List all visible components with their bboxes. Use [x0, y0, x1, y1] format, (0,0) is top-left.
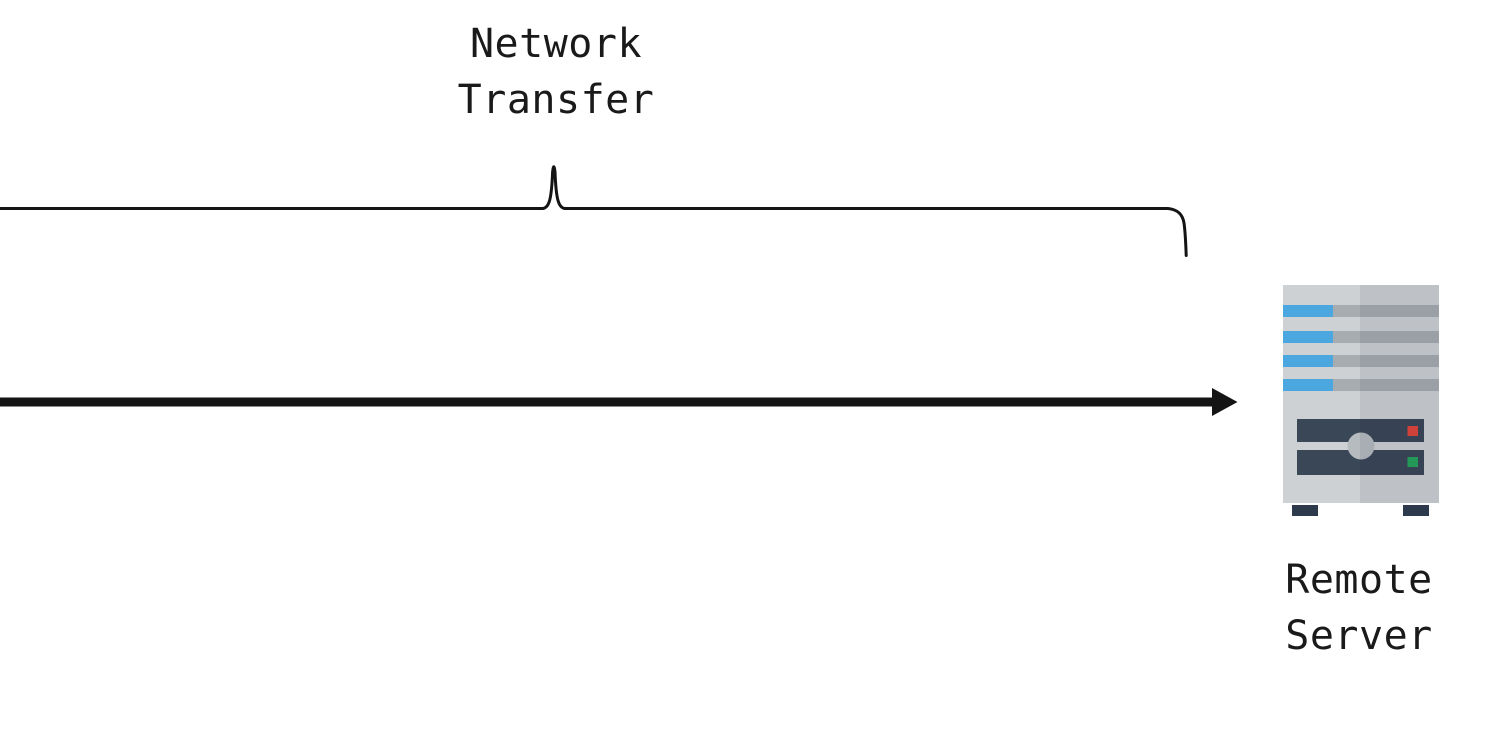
remote-server-label: Remote Server [1209, 552, 1497, 664]
server-blue-bar [1283, 355, 1333, 367]
curly-brace [0, 165, 1188, 257]
network-transfer-line: Network [469, 21, 643, 67]
network-transfer-label: Network Transfer [356, 16, 756, 128]
server-right-shade [1360, 285, 1439, 503]
network-transfer-line: Transfer [457, 77, 655, 123]
brace-annotation [0, 165, 1188, 257]
remote-server-line: Server [1285, 613, 1433, 659]
server-foot [1292, 505, 1318, 516]
server-foot [1403, 505, 1429, 516]
server-blue-bar [1283, 331, 1333, 343]
transfer-arrow [0, 388, 1238, 416]
server-led-green [1407, 457, 1418, 467]
server-blue-bar [1283, 379, 1333, 391]
server-panel-upper [1297, 419, 1424, 442]
arrow-head [1212, 388, 1238, 416]
server-led-red [1407, 426, 1418, 436]
server-blue-bar [1283, 305, 1333, 317]
remote-server-icon [1283, 285, 1439, 516]
remote-server-line: Remote [1285, 557, 1433, 603]
server-knob [1347, 432, 1375, 460]
